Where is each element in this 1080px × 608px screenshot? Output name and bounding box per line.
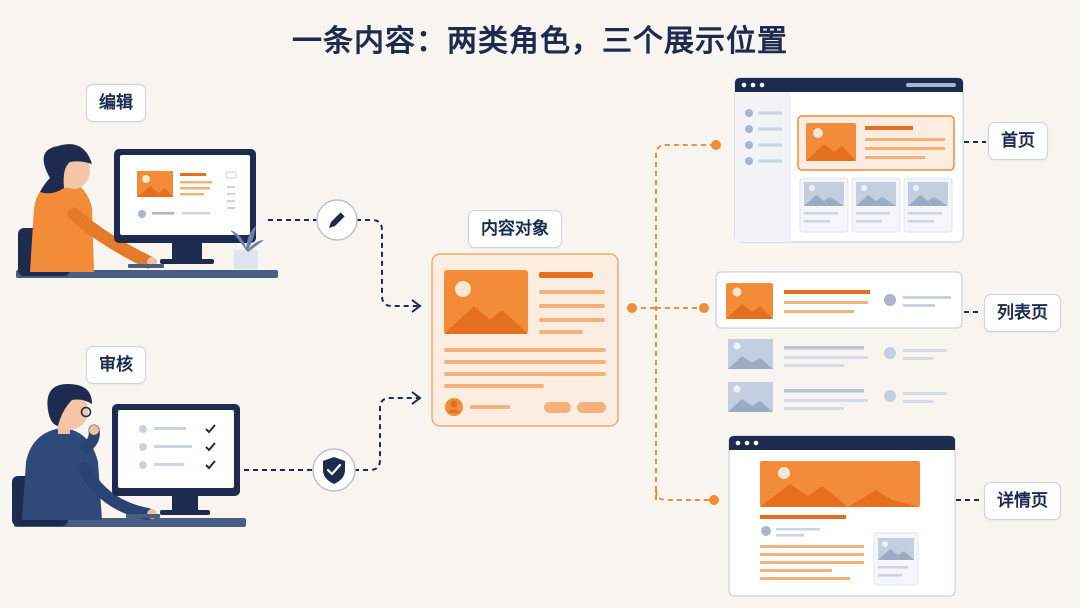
- list-page-mockup: [715, 271, 963, 412]
- content-object-card: [431, 253, 619, 427]
- home-page-mockup: [734, 77, 964, 243]
- reviewer-keyboard: [126, 514, 160, 518]
- editor-hair: [40, 144, 92, 194]
- review-arrow-head: [411, 391, 422, 405]
- detail-endpoint-dot: [709, 495, 719, 505]
- placement-label-list: 列表页: [984, 294, 1061, 332]
- edit-connector: [268, 219, 418, 307]
- pencil-icon: [316, 199, 358, 241]
- review-connector: [244, 397, 418, 471]
- list-endpoint-dot: [699, 303, 709, 313]
- checklist-icon: [139, 424, 216, 470]
- reviewer-illustration: [12, 384, 246, 527]
- placement-label-home: 首页: [988, 122, 1048, 160]
- role-label-review: 审核: [86, 346, 146, 384]
- home-grid-cards: [799, 177, 953, 233]
- source-dot: [627, 303, 637, 313]
- reviewer-arm: [78, 462, 154, 520]
- shield-check-icon: [312, 448, 356, 492]
- distribution-connector: [632, 144, 712, 501]
- role-label-edit: 编辑: [86, 84, 146, 122]
- detail-page-mockup: [728, 435, 956, 597]
- editor-illustration: [16, 144, 278, 278]
- editor-arm: [67, 207, 155, 269]
- diagram-title: 一条内容：两类角色，三个展示位置: [292, 24, 788, 59]
- editor-keyboard: [128, 264, 164, 268]
- placement-tag-connectors: [956, 141, 986, 501]
- home-endpoint-dot: [711, 140, 721, 150]
- editor-body: [30, 180, 94, 272]
- reviewer-hair: [47, 384, 92, 426]
- edit-arrow-head: [411, 299, 422, 313]
- content-object-label: 内容对象: [468, 210, 562, 248]
- placement-label-detail: 详情页: [984, 482, 1061, 520]
- reviewer-desk: [14, 518, 246, 527]
- glasses-icon: [80, 406, 92, 418]
- plant-icon: [230, 226, 264, 269]
